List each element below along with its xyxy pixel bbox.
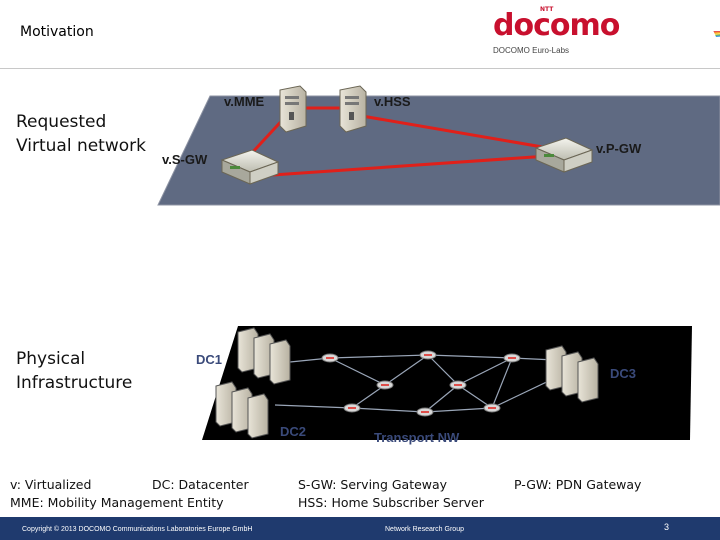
- pgw-gateway-icon: [534, 137, 594, 173]
- legend-virtualized: v: Virtualized: [10, 477, 92, 492]
- pgw-label: v.P-GW: [596, 141, 642, 156]
- mme-label: v.MME: [224, 94, 265, 109]
- brand-stripes-icon: [713, 31, 720, 37]
- legend-hss: HSS: Home Subscriber Server: [298, 495, 484, 510]
- transport-nw-label: Transport NW: [374, 430, 460, 445]
- hss-label: v.HSS: [374, 94, 411, 109]
- router-icon: [376, 380, 394, 390]
- physical-infrastructure-label: Physical Infrastructure: [16, 349, 133, 393]
- mme-server-icon: [279, 85, 307, 133]
- page-number: 3: [664, 522, 670, 532]
- footer-group: Network Research Group: [385, 526, 464, 533]
- router-icon: [503, 353, 521, 363]
- sgw-gateway-icon: [220, 149, 280, 185]
- legend-sgw: S-GW: Serving Gateway: [298, 477, 448, 492]
- router-icon: [483, 403, 501, 413]
- slide-title: Motivation: [20, 24, 94, 40]
- docomo-logo: docomo: [493, 8, 620, 43]
- router-icon: [343, 403, 361, 413]
- dc1-label: DC1: [196, 352, 222, 367]
- dc3-server-rack-icon: [545, 345, 599, 403]
- ntt-logo-mark: NTT: [540, 6, 554, 13]
- logo-subtitle: DOCOMO Euro-Labs: [493, 46, 570, 55]
- legend-pgw: P-GW: PDN Gateway: [514, 477, 642, 492]
- router-icon: [419, 350, 437, 360]
- footer-bar: [0, 517, 720, 540]
- transport-links: [274, 354, 556, 413]
- header-divider: [0, 68, 720, 69]
- hss-server-icon: [339, 85, 367, 133]
- dc3-label: DC3: [610, 366, 636, 381]
- dc1-server-rack-icon: [237, 327, 291, 385]
- legend-datacenter: DC: Datacenter: [152, 477, 249, 492]
- dc2-server-rack-icon: [215, 381, 269, 439]
- dc2-label: DC2: [280, 424, 306, 439]
- requested-virtual-network-label: Requested Virtual network: [16, 112, 146, 156]
- footer-copyright: Copyright © 2013 DOCOMO Communications L…: [22, 526, 253, 533]
- router-icon: [416, 407, 434, 417]
- router-icon: [449, 380, 467, 390]
- legend-mme: MME: Mobility Management Entity: [10, 495, 224, 510]
- sgw-label: v.S-GW: [162, 152, 208, 167]
- router-icon: [321, 353, 339, 363]
